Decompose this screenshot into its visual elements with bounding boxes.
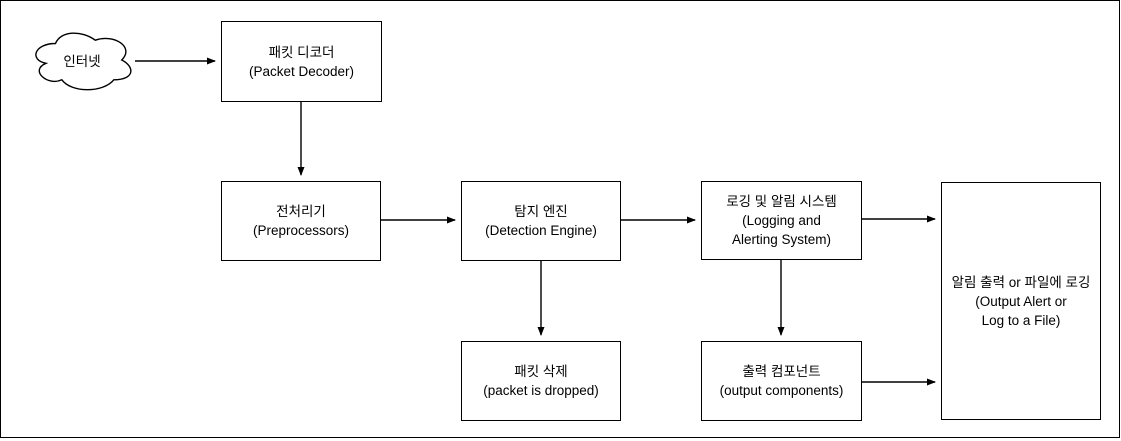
node-output-components: 출력 컴포넌트 (output components): [701, 341, 862, 421]
detection-engine-label-en: (Detection Engine): [485, 223, 597, 238]
logging-alerting-label-en1: (Logging and: [742, 213, 821, 228]
output-alert-label-ko: 알림 출력 or 파일에 로깅: [951, 274, 1091, 290]
packet-decoder-label-ko: 패킷 디코더: [268, 44, 335, 60]
detection-engine-label-ko: 탐지 엔진: [514, 204, 568, 219]
logging-alerting-label-ko: 로깅 및 알림 시스템: [726, 194, 837, 209]
node-logging-alerting-system: 로깅 및 알림 시스템 (Logging and Alerting System…: [701, 181, 862, 260]
preprocessors-label-en: (Preprocessors): [252, 223, 350, 238]
node-detection-engine: 탐지 엔진 (Detection Engine): [461, 181, 621, 261]
output-alert-label-en1: (Output Alert or: [975, 293, 1067, 309]
cloud-icon: [35, 32, 132, 91]
node-preprocessors: 전처리기 (Preprocessors): [221, 181, 381, 261]
packet-dropped-label-ko: 패킷 삭제: [514, 364, 568, 379]
packet-dropped-label-en: (packet is dropped): [483, 383, 599, 398]
node-packet-dropped: 패킷 삭제 (packet is dropped): [461, 341, 621, 421]
node-internet-cloud: 인터넷: [28, 26, 136, 94]
internet-label: 인터넷: [63, 54, 101, 69]
node-output-alert-or-log: 알림 출력 or 파일에 로깅 (Output Alert or Log to …: [941, 182, 1101, 420]
packet-decoder-label-en: (Packet Decoder): [248, 63, 355, 79]
logging-alerting-label-en2: Alerting System): [731, 232, 832, 247]
output-components-label-en: (output components): [719, 383, 844, 398]
output-components-label-ko: 출력 컴포넌트: [742, 364, 821, 379]
output-alert-label-en2: Log to a File): [981, 312, 1061, 328]
node-packet-decoder: 패킷 디코더 (Packet Decoder): [221, 21, 382, 102]
preprocessors-label-ko: 전처리기: [276, 204, 326, 219]
